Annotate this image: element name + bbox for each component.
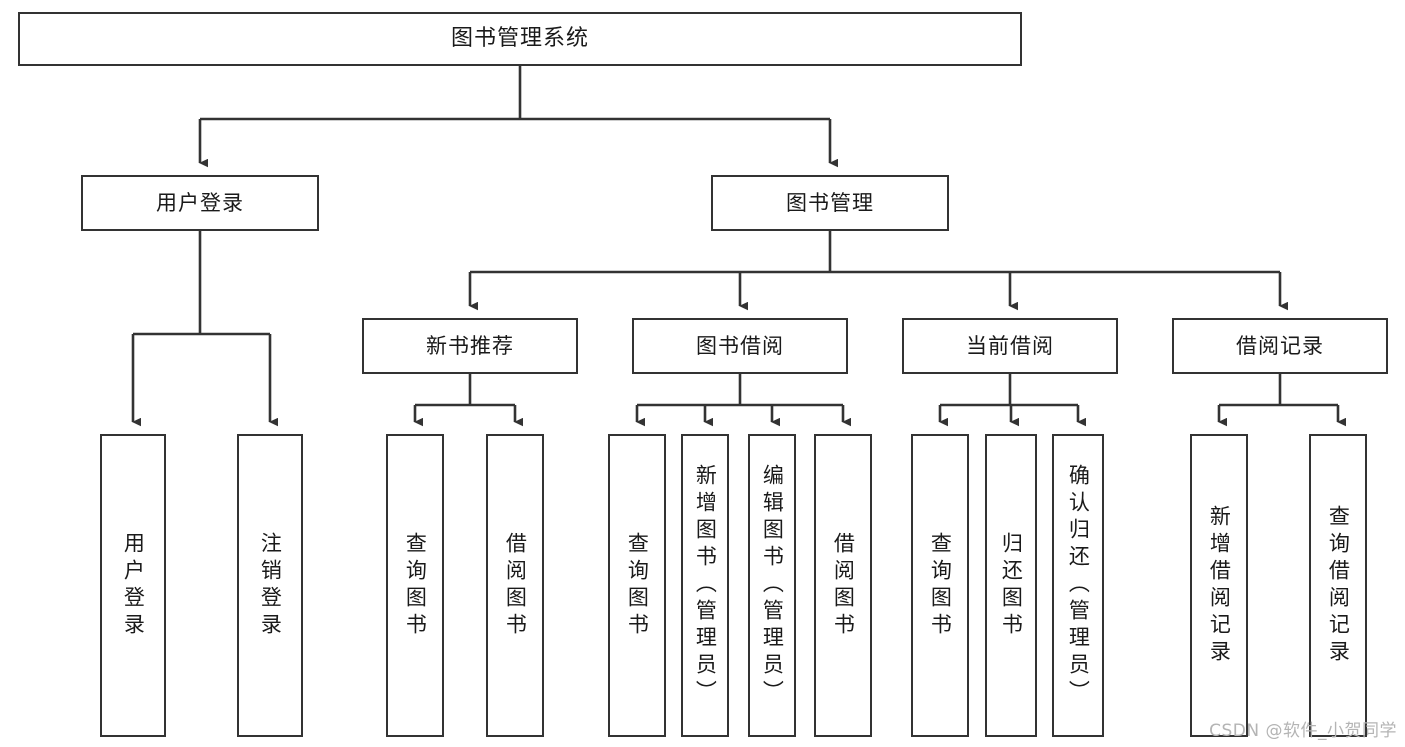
node-current-borrow[interactable]: 当前借阅 bbox=[902, 318, 1118, 374]
node-leaf-borrow-book-2-label: 借阅图书 bbox=[831, 531, 856, 640]
node-leaf-borrow-book-1-label: 借阅图书 bbox=[503, 531, 528, 640]
node-leaf-user-login-label: 用户登录 bbox=[121, 531, 146, 640]
node-leaf-add-book-label: 新增图书（管理员） bbox=[693, 464, 718, 707]
node-book-borrow-label: 图书借阅 bbox=[696, 333, 784, 358]
node-leaf-query-book-2-label: 查询图书 bbox=[625, 531, 650, 640]
node-leaf-edit-book[interactable]: 编辑图书（管理员） bbox=[748, 434, 796, 737]
node-leaf-borrow-book-2[interactable]: 借阅图书 bbox=[814, 434, 872, 737]
node-user-login-label: 用户登录 bbox=[156, 190, 244, 215]
node-new-book-recommend[interactable]: 新书推荐 bbox=[362, 318, 578, 374]
node-book-borrow[interactable]: 图书借阅 bbox=[632, 318, 848, 374]
node-leaf-query-book-2[interactable]: 查询图书 bbox=[608, 434, 666, 737]
node-leaf-edit-book-label: 编辑图书（管理员） bbox=[760, 464, 785, 707]
node-root-label: 图书管理系统 bbox=[450, 26, 589, 52]
node-leaf-add-record-label: 新增借阅记录 bbox=[1207, 504, 1232, 667]
node-leaf-return-book-label: 归还图书 bbox=[999, 531, 1024, 640]
node-leaf-borrow-book-1[interactable]: 借阅图书 bbox=[486, 434, 544, 737]
node-leaf-logout-label: 注销登录 bbox=[258, 531, 283, 640]
node-root[interactable]: 图书管理系统 bbox=[18, 12, 1022, 66]
node-leaf-add-record[interactable]: 新增借阅记录 bbox=[1190, 434, 1248, 737]
node-borrow-record[interactable]: 借阅记录 bbox=[1172, 318, 1388, 374]
node-book-manage-label: 图书管理 bbox=[786, 190, 874, 215]
node-leaf-query-book-1[interactable]: 查询图书 bbox=[386, 434, 444, 737]
node-leaf-query-book-3[interactable]: 查询图书 bbox=[911, 434, 969, 737]
node-leaf-logout[interactable]: 注销登录 bbox=[237, 434, 303, 737]
node-new-book-recommend-label: 新书推荐 bbox=[426, 333, 514, 358]
node-leaf-query-record[interactable]: 查询借阅记录 bbox=[1309, 434, 1367, 737]
node-current-borrow-label: 当前借阅 bbox=[966, 333, 1054, 358]
node-leaf-add-book[interactable]: 新增图书（管理员） bbox=[681, 434, 729, 737]
node-user-login[interactable]: 用户登录 bbox=[81, 175, 319, 231]
node-leaf-return-book[interactable]: 归还图书 bbox=[985, 434, 1037, 737]
node-leaf-query-book-3-label: 查询图书 bbox=[928, 531, 953, 640]
node-leaf-confirm-return-label: 确认归还（管理员） bbox=[1066, 464, 1091, 707]
node-leaf-user-login[interactable]: 用户登录 bbox=[100, 434, 166, 737]
node-leaf-confirm-return[interactable]: 确认归还（管理员） bbox=[1052, 434, 1104, 737]
node-leaf-query-book-1-label: 查询图书 bbox=[403, 531, 428, 640]
node-borrow-record-label: 借阅记录 bbox=[1236, 333, 1324, 358]
node-book-manage[interactable]: 图书管理 bbox=[711, 175, 949, 231]
watermark-text: CSDN @软件_小贺同学 bbox=[1209, 721, 1397, 741]
node-leaf-query-record-label: 查询借阅记录 bbox=[1326, 504, 1351, 667]
